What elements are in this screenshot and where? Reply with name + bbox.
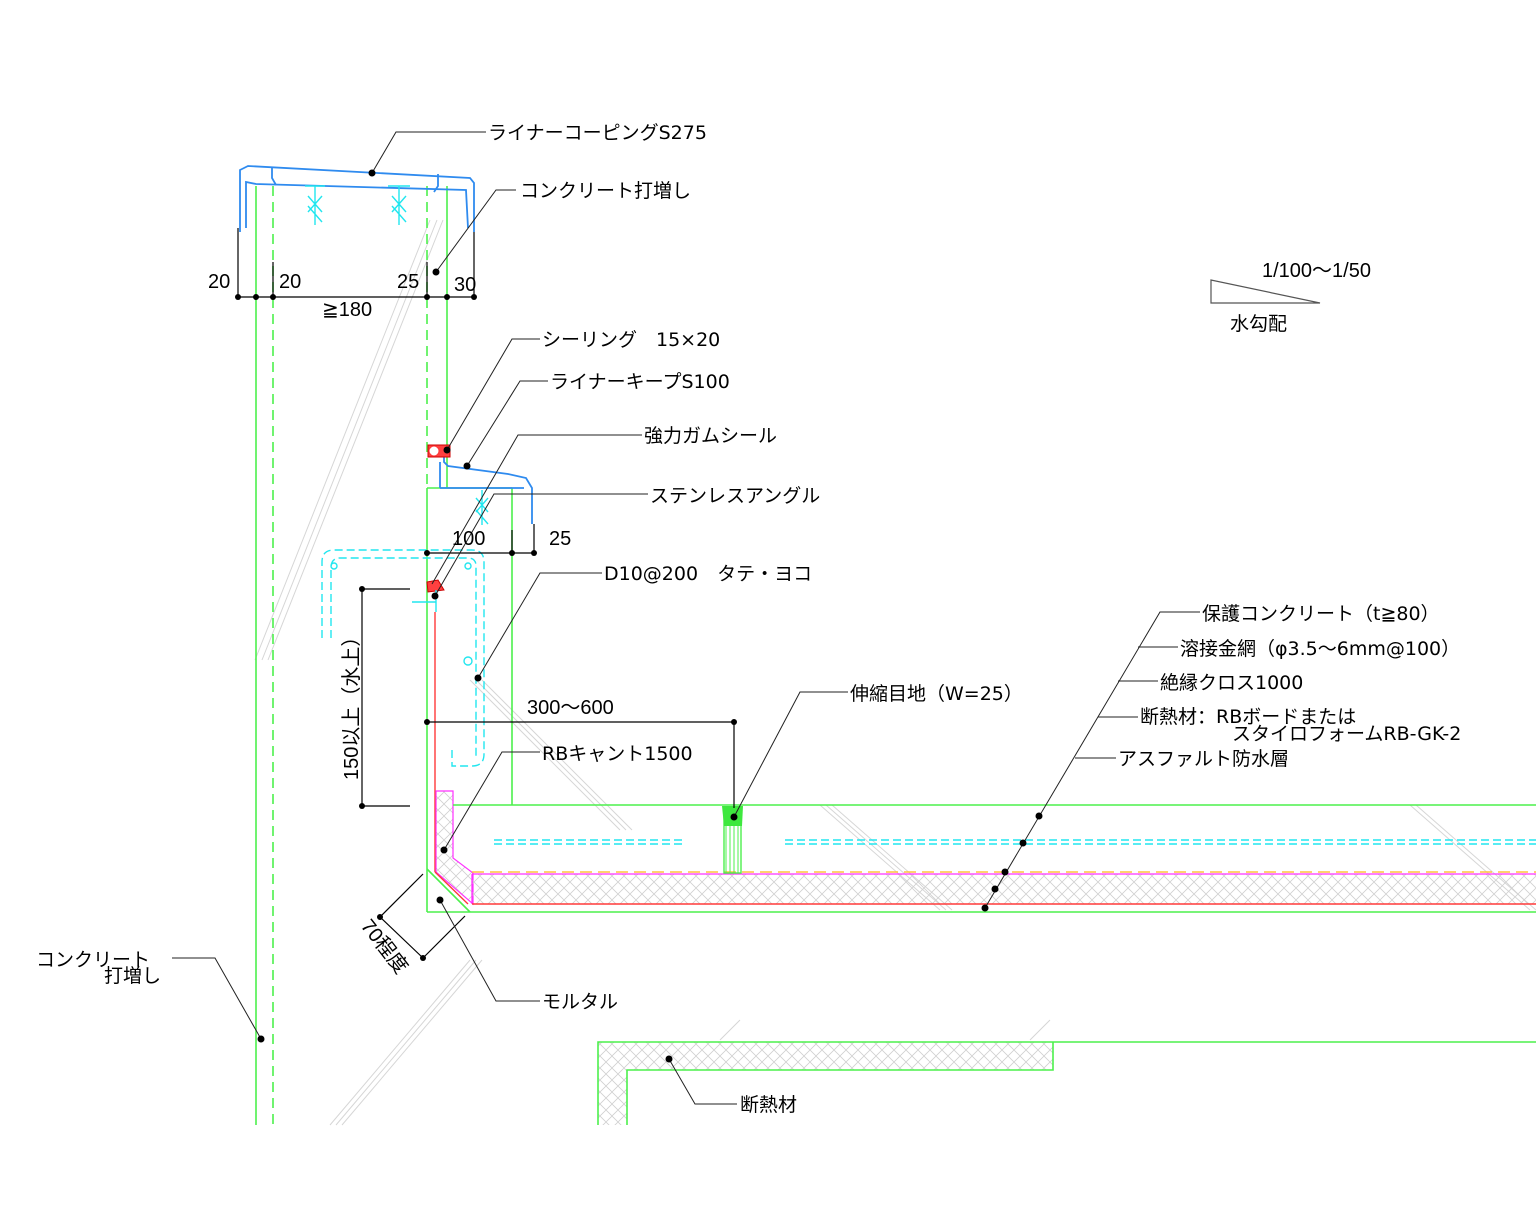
label-concrete-topping-left-1: コンクリート <box>36 949 150 971</box>
stainless-angle-anchor <box>475 490 489 525</box>
parapet-wall <box>255 186 513 1125</box>
expansion-joint <box>722 806 743 874</box>
dim-25-keep: 25 <box>549 528 571 550</box>
lower-insulation <box>597 1041 1536 1125</box>
rebar-cage <box>321 549 485 767</box>
label-liner-keep: ライナーキープS100 <box>550 371 730 393</box>
label-rebar: D10@200 タテ・ヨコ <box>604 563 812 585</box>
label-mortar: モルタル <box>542 991 618 1013</box>
dim-70: 70程度 <box>356 915 412 978</box>
slope-symbol <box>1210 279 1321 304</box>
label-insulation-bottom: 断熱材 <box>740 1094 797 1116</box>
slope-ratio: 1/100～1/50 <box>1262 260 1371 282</box>
label-concrete-topping-left-2: 打増し <box>104 965 161 987</box>
dim-20-inner: 20 <box>279 271 301 293</box>
label-expansion-joint: 伸縮目地（W=25） <box>850 683 1023 705</box>
termination-bar <box>412 590 437 612</box>
label-asphalt: アスファルト防水層 <box>1118 748 1289 770</box>
label-insulation-cloth: 絶縁クロス1000 <box>1160 672 1303 694</box>
dim-100: 100 <box>452 528 485 550</box>
label-sealing: シーリング 15×20 <box>542 329 720 351</box>
label-coping: ライナーコーピングS275 <box>488 122 707 144</box>
coping-profile <box>239 165 475 232</box>
dim-300-600: 300～600 <box>527 697 614 719</box>
leader-lines <box>172 131 1200 1105</box>
slope-label: 水勾配 <box>1230 313 1287 335</box>
label-gum-seal: 強力ガムシール <box>644 425 777 447</box>
background-diagonal-lines <box>254 219 1536 1126</box>
coping-anchors <box>305 185 410 225</box>
liner-keep <box>427 444 533 524</box>
label-protect-concrete: 保護コンクリート（t≧80） <box>1202 603 1440 625</box>
label-insulation-line1: 断熱材：RBボードまたは <box>1140 706 1356 728</box>
dim-25-top: 25 <box>397 271 419 293</box>
dim-20-left: 20 <box>208 271 230 293</box>
dim-180: ≧180 <box>322 299 372 321</box>
label-cant: RBキャント1500 <box>542 743 693 765</box>
dim-30: 30 <box>454 274 476 296</box>
label-wire-mesh: 溶接金網（φ3.5～6mm@100） <box>1180 638 1460 660</box>
label-stainless-angle: ステンレスアングル <box>650 485 820 507</box>
roof-slab-layers <box>426 804 1536 913</box>
dim-150-above-water: 150以上（水上） <box>340 627 363 780</box>
dimension-lines <box>235 228 737 961</box>
rb-cant <box>435 790 474 906</box>
label-insulation-line2: スタイロフォームRB-GK-2 <box>1232 723 1461 745</box>
label-concrete-topping-top: コンクリート打増し <box>520 180 691 202</box>
